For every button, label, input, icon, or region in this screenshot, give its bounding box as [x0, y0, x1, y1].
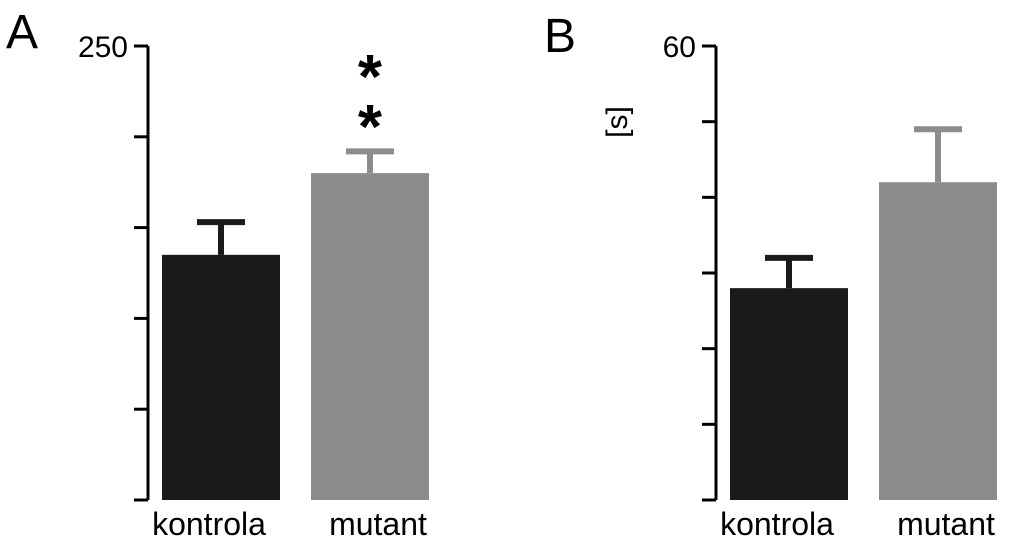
panel-a-label: A [6, 6, 38, 59]
y-tick-label: 250 [78, 31, 128, 64]
panel-a-bars [162, 148, 429, 500]
panel-b-x-labels: kontrola mutant [720, 506, 995, 542]
panel-a-significance: ** [358, 43, 383, 162]
x-category-label: mutant [897, 506, 995, 542]
x-category-label: kontrola [152, 506, 266, 542]
bar-kontrola [162, 254, 280, 500]
x-category-label: kontrola [720, 506, 834, 542]
panel-a: A 250 kontrola mutant ** [6, 6, 429, 542]
panel-b: B [s] 60 kontrola mutant [544, 10, 997, 542]
panel-a-y-axis: 250 [78, 31, 150, 502]
panel-b-y-axis-label: [s] [601, 106, 634, 138]
bar-mutant [311, 173, 429, 500]
y-tick-label: 60 [663, 31, 696, 64]
significance-marker: * [358, 43, 383, 112]
bar-mutant [879, 182, 997, 500]
panel-b-bars [730, 126, 997, 500]
significance-marker: * [358, 93, 383, 162]
x-category-label: mutant [329, 506, 427, 542]
bar-kontrola [730, 288, 848, 500]
panel-a-x-labels: kontrola mutant [152, 506, 427, 542]
panel-b-y-axis: 60 [663, 31, 718, 502]
panel-b-label: B [544, 10, 576, 63]
